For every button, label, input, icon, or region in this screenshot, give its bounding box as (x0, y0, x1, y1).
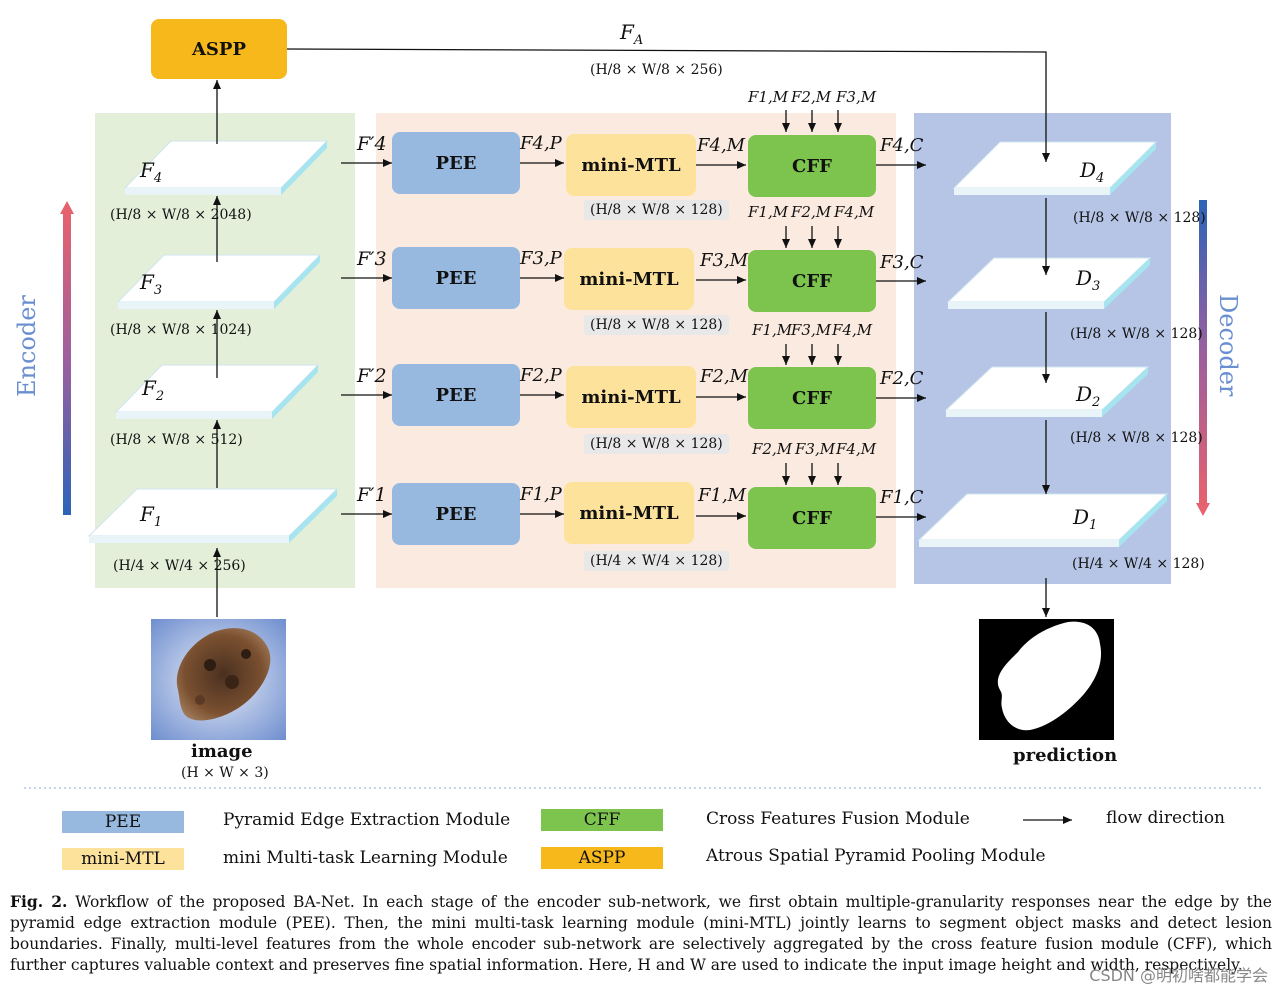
legend-text-cff: Cross Features Fusion Module (706, 809, 970, 829)
arrow-aspp-to-d4 (286, 48, 1050, 162)
cff3-input-label: F1,M (748, 203, 789, 221)
encoder-side-label: Encoder (13, 295, 41, 397)
decoder-label-d2: D2 (1076, 382, 1101, 410)
row3-mtl-dim: (H/8 × W/8 × 128) (584, 315, 729, 335)
legend-text-aspp: Atrous Spatial Pyramid Pooling Module (706, 846, 1046, 866)
caption-head: Fig. 2. (10, 892, 68, 911)
decoder-dim-d2: (H/8 × W/8 × 128) (1070, 430, 1203, 446)
row3-fc-label: F3,C (880, 252, 924, 273)
encoder-plane-f1 (87, 488, 339, 543)
cff1-input-label: F4,M (836, 440, 877, 458)
decoder-label-d1: D1 (1073, 505, 1098, 533)
row1-fm-label: F1,M (698, 485, 747, 506)
figure-caption: Fig. 2. Workflow of the proposed BA-Net.… (10, 891, 1272, 976)
prediction-mask (979, 619, 1114, 740)
cff-module-4: CFF (748, 135, 876, 197)
legend-swatch-cff: CFF (541, 809, 663, 831)
cff1-input-label: F2,M (752, 440, 793, 458)
image-label: image (191, 741, 253, 762)
cff2-input-label: F1,M (752, 321, 793, 339)
row1-mtl-dim: (H/4 × W/4 × 128) (584, 551, 729, 571)
row3-fp-label: F3,P (520, 248, 562, 269)
fa-label: FA (620, 20, 644, 48)
pee-module-4: PEE (392, 132, 520, 194)
pee-module-2: PEE (392, 364, 520, 426)
mini-mtl-module-3: mini-MTL (564, 248, 694, 310)
row2-fprime-label: F′2 (357, 365, 387, 387)
encoder-label-f4: F4 (140, 158, 163, 186)
decoder-label-d3: D3 (1076, 266, 1101, 294)
legend-text-flow: flow direction (1106, 808, 1226, 828)
encoder-dim-f1: (H/4 × W/4 × 256) (113, 558, 246, 574)
encoder-gradient-bar (63, 212, 71, 515)
legend-text-mtl: mini Multi-task Learning Module (223, 848, 508, 868)
encoder-label-f1: F1 (140, 502, 163, 530)
encoder-label-f3: F3 (140, 270, 163, 298)
legend-swatch-pee: PEE (62, 811, 184, 833)
encoder-plane-f4 (123, 140, 329, 195)
encoder-label-f2: F2 (142, 376, 165, 404)
decoder-plane-d1 (917, 493, 1169, 547)
legend-text-pee: Pyramid Edge Extraction Module (223, 810, 511, 830)
aspp-module: ASPP (151, 19, 287, 79)
row4-fprime-label: F′4 (357, 133, 387, 155)
decoder-dim-d4: (H/8 × W/8 × 128) (1073, 210, 1206, 226)
pee-module-1: PEE (392, 483, 520, 545)
decoder-plane-d3 (946, 257, 1152, 309)
cff3-input-label: F4,M (834, 203, 875, 221)
legend-swatch-aspp: ASPP (541, 847, 663, 869)
encoder-plane-f3 (116, 254, 322, 309)
row3-fm-label: F3,M (700, 250, 749, 271)
row2-fc-label: F2,C (880, 368, 924, 389)
decoder-plane-d4 (952, 141, 1158, 195)
row4-fc-label: F4,C (880, 135, 924, 156)
caption-body: Workflow of the proposed BA-Net. In each… (10, 893, 1272, 974)
row1-fc-label: F1,C (880, 487, 924, 508)
prediction-label: prediction (1013, 745, 1118, 766)
row3-fprime-label: F′3 (357, 248, 387, 270)
row2-fp-label: F2,P (520, 365, 562, 386)
decoder-label-d4: D4 (1080, 158, 1105, 186)
cff1-input-label: F3,M (795, 440, 836, 458)
cff4-input-label: F1,M (748, 88, 789, 106)
row4-fm-label: F4,M (697, 135, 746, 156)
cff2-input-label: F4,M (832, 321, 873, 339)
encoder-dim-f3: (H/8 × W/8 × 1024) (110, 322, 252, 338)
cff-module-3: CFF (748, 250, 876, 312)
cff4-input-label: F2,M (791, 88, 832, 106)
decoder-plane-d2 (944, 366, 1150, 417)
cff2-input-label: F3,M (791, 321, 832, 339)
mini-mtl-module-4: mini-MTL (566, 134, 696, 196)
fa-dim: (H/8 × W/8 × 256) (590, 62, 723, 78)
cff3-input-label: F2,M (791, 203, 832, 221)
input-image (151, 619, 286, 740)
encoder-plane-f2 (114, 364, 320, 419)
pee-module-3: PEE (392, 247, 520, 309)
decoder-dim-d3: (H/8 × W/8 × 128) (1070, 326, 1203, 342)
watermark: CSDN @明初啥都能学会 (1089, 966, 1268, 985)
decoder-dim-d1: (H/4 × W/4 × 128) (1072, 556, 1205, 572)
decoder-gradient-bar (1199, 200, 1207, 505)
legend-swatch-mtl: mini-MTL (62, 848, 184, 870)
encoder-dim-f2: (H/8 × W/8 × 512) (110, 432, 243, 448)
row1-fp-label: F1,P (520, 484, 562, 505)
cff-module-1: CFF (748, 487, 876, 549)
encoder-dim-f4: (H/8 × W/8 × 2048) (110, 207, 252, 223)
image-dim: (H × W × 3) (181, 765, 269, 781)
row4-fp-label: F4,P (520, 133, 562, 154)
mini-mtl-module-1: mini-MTL (564, 482, 694, 544)
row4-mtl-dim: (H/8 × W/8 × 128) (584, 200, 729, 220)
decoder-arrow-head (1196, 503, 1210, 516)
mini-mtl-module-2: mini-MTL (566, 366, 696, 428)
cff-module-2: CFF (748, 367, 876, 429)
row2-fm-label: F2,M (700, 366, 749, 387)
row2-mtl-dim: (H/8 × W/8 × 128) (584, 434, 729, 454)
cff4-input-label: F3,M (836, 88, 877, 106)
row1-fprime-label: F′1 (357, 484, 387, 506)
decoder-side-label: Decoder (1214, 294, 1242, 397)
encoder-arrow-head (60, 201, 74, 214)
